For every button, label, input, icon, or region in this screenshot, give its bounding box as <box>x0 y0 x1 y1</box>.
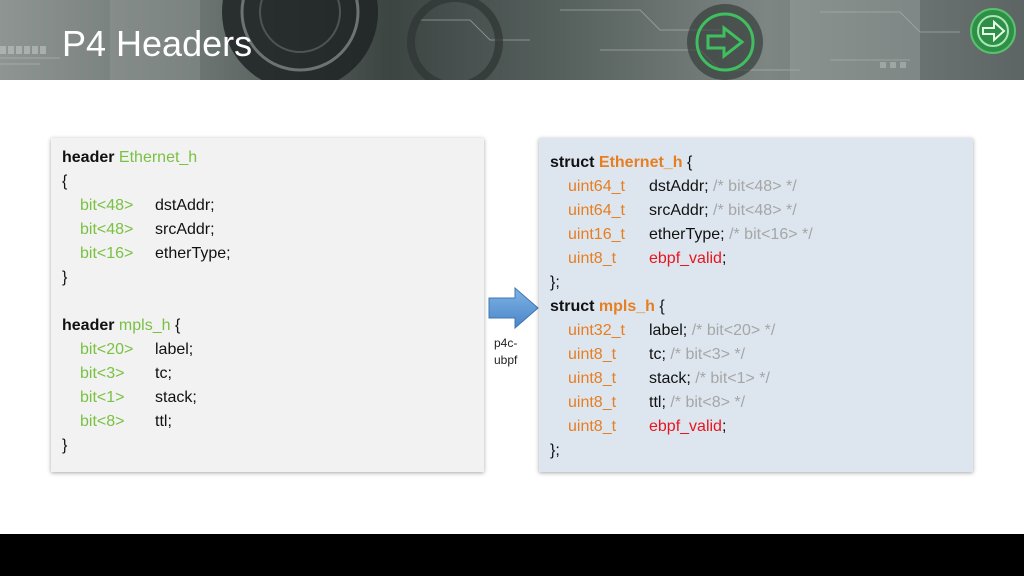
converter-label-line: p4c- <box>494 336 518 350</box>
field-row: bit<1> stack; <box>62 386 484 410</box>
right-arrow-icon <box>488 287 539 330</box>
field-row: uint64_t dstAddr; /* bit<48> */ <box>550 175 973 199</box>
field-comment: /* bit<16> */ <box>729 226 813 243</box>
field-type: bit<3> <box>80 365 125 382</box>
field-name: etherType; <box>155 245 231 262</box>
field-row: uint8_t stack; /* bit<1> */ <box>550 367 973 391</box>
field-row: uint8_t ttl; /* bit<8> */ <box>550 391 973 415</box>
open-brace: { <box>686 154 693 171</box>
valid-field-name: ebpf_valid <box>649 250 722 267</box>
code-line: }; <box>550 271 973 295</box>
open-brace: { <box>659 298 665 315</box>
code-line: struct Ethernet_h { <box>550 151 973 175</box>
field-name: stack; <box>649 370 691 387</box>
code-line: uint8_t ebpf_valid; <box>550 415 973 439</box>
struct-keyword: struct <box>550 154 595 171</box>
field-name: label; <box>155 341 194 358</box>
field-name: tc; <box>649 346 666 363</box>
open-brace: { <box>62 173 68 190</box>
field-name: dstAddr; <box>649 178 709 195</box>
statement-terminator: ; <box>721 250 727 267</box>
field-type: uint8_t <box>568 394 617 411</box>
code-line: header mpls_h { <box>62 314 484 338</box>
field-type: bit<48> <box>80 221 134 238</box>
field-comment: /* bit<3> */ <box>670 346 746 363</box>
field-comment: /* bit<8> */ <box>670 394 746 411</box>
valid-field-name: ebpf_valid <box>649 418 722 435</box>
valid-field-type: uint8_t <box>568 418 617 435</box>
field-row: uint8_t tc; /* bit<3> */ <box>550 343 973 367</box>
field-name: ttl; <box>649 394 666 411</box>
open-brace: { <box>174 317 181 334</box>
end-brace: }; <box>550 274 560 291</box>
mpls-struct-name: mpls_h <box>598 298 655 315</box>
code-line: } <box>62 434 484 458</box>
code-line: } <box>62 266 484 290</box>
header-keyword: header <box>62 149 115 166</box>
field-name: tc; <box>155 365 172 382</box>
field-row: bit<8> ttl; <box>62 410 484 434</box>
code-line: { <box>62 170 484 194</box>
valid-field-type: uint8_t <box>568 250 617 267</box>
field-comment: /* bit<48> */ <box>713 178 797 195</box>
field-comment: /* bit<48> */ <box>713 202 797 219</box>
field-row: bit<20> label; <box>62 338 484 362</box>
header-keyword: header <box>62 317 115 334</box>
field-row: uint64_t srcAddr; /* bit<48> */ <box>550 199 973 223</box>
converter-label: p4c- ubpf <box>494 335 534 369</box>
mpls-field-list: bit<20> label; bit<3> tc; bit<1> stack; bit<8>… <box>62 338 484 434</box>
code-line: }; <box>550 439 973 463</box>
slide-title: P4 Headers <box>62 23 253 64</box>
field-name: srcAddr; <box>155 221 215 238</box>
field-row: bit<48> srcAddr; <box>62 218 484 242</box>
ethernet-struct-name: Ethernet_h <box>598 154 683 171</box>
field-comment: /* bit<20> */ <box>691 322 776 339</box>
p4-header-code-panel: header Ethernet_h { bit<48>dstAddr;bit<4… <box>51 138 484 472</box>
mpls-struct-field-list: uint32_t label; /* bit<20> */ uint8_t tc; /… <box>550 319 973 415</box>
circle-arrow-logo-icon <box>970 8 1016 54</box>
field-name: etherType; <box>649 226 725 243</box>
field-row: uint16_t etherType; /* bit<16> */ <box>550 223 973 247</box>
field-type: bit<48> <box>80 197 134 214</box>
struct-keyword: struct <box>550 298 595 315</box>
field-type: uint64_t <box>568 202 625 219</box>
field-row: bit<3> tc; <box>62 362 484 386</box>
title-banner: P4 Headers <box>0 0 1024 80</box>
field-type: bit<1> <box>80 389 125 406</box>
field-name: stack; <box>155 389 197 406</box>
close-brace: } <box>62 269 68 286</box>
field-type: bit<16> <box>80 245 134 262</box>
code-line: header Ethernet_h <box>62 146 484 170</box>
field-type: uint16_t <box>568 226 625 243</box>
converter-label-line: ubpf <box>494 353 518 367</box>
end-brace: }; <box>550 442 560 459</box>
field-row: bit<16> etherType; <box>62 242 484 266</box>
field-type: bit<20> <box>80 341 134 358</box>
field-comment: /* bit<1> */ <box>695 370 770 387</box>
field-row: bit<48> dstAddr; <box>62 194 484 218</box>
field-type: uint8_t <box>568 346 617 363</box>
ethernet-header-name: Ethernet_h <box>118 149 198 166</box>
field-type: uint32_t <box>568 322 625 339</box>
field-name: ttl; <box>155 413 172 430</box>
statement-terminator: ; <box>721 418 727 435</box>
field-type: uint64_t <box>568 178 625 195</box>
footer-bar <box>0 534 1024 576</box>
ethernet-field-list: bit<48> dstAddr; bit<48> srcAddr; bit<16> eth… <box>62 194 484 266</box>
field-type: uint8_t <box>568 370 617 387</box>
code-line: struct mpls_h { <box>550 295 973 319</box>
close-brace: } <box>62 437 68 454</box>
field-row: uint32_t label; /* bit<20> */ <box>550 319 973 343</box>
code-line: uint8_t ebpf_valid; <box>550 247 973 271</box>
field-name: label; <box>649 322 688 339</box>
c-struct-code-panel: struct Ethernet_h { uint64_t dstAddr; /* … <box>539 138 973 472</box>
mpls-header-name: mpls_h <box>118 317 171 334</box>
field-type: bit<8> <box>80 413 125 430</box>
field-name: srcAddr; <box>649 202 709 219</box>
circuit-background-graphic <box>0 0 960 80</box>
field-name: dstAddr; <box>155 197 215 214</box>
